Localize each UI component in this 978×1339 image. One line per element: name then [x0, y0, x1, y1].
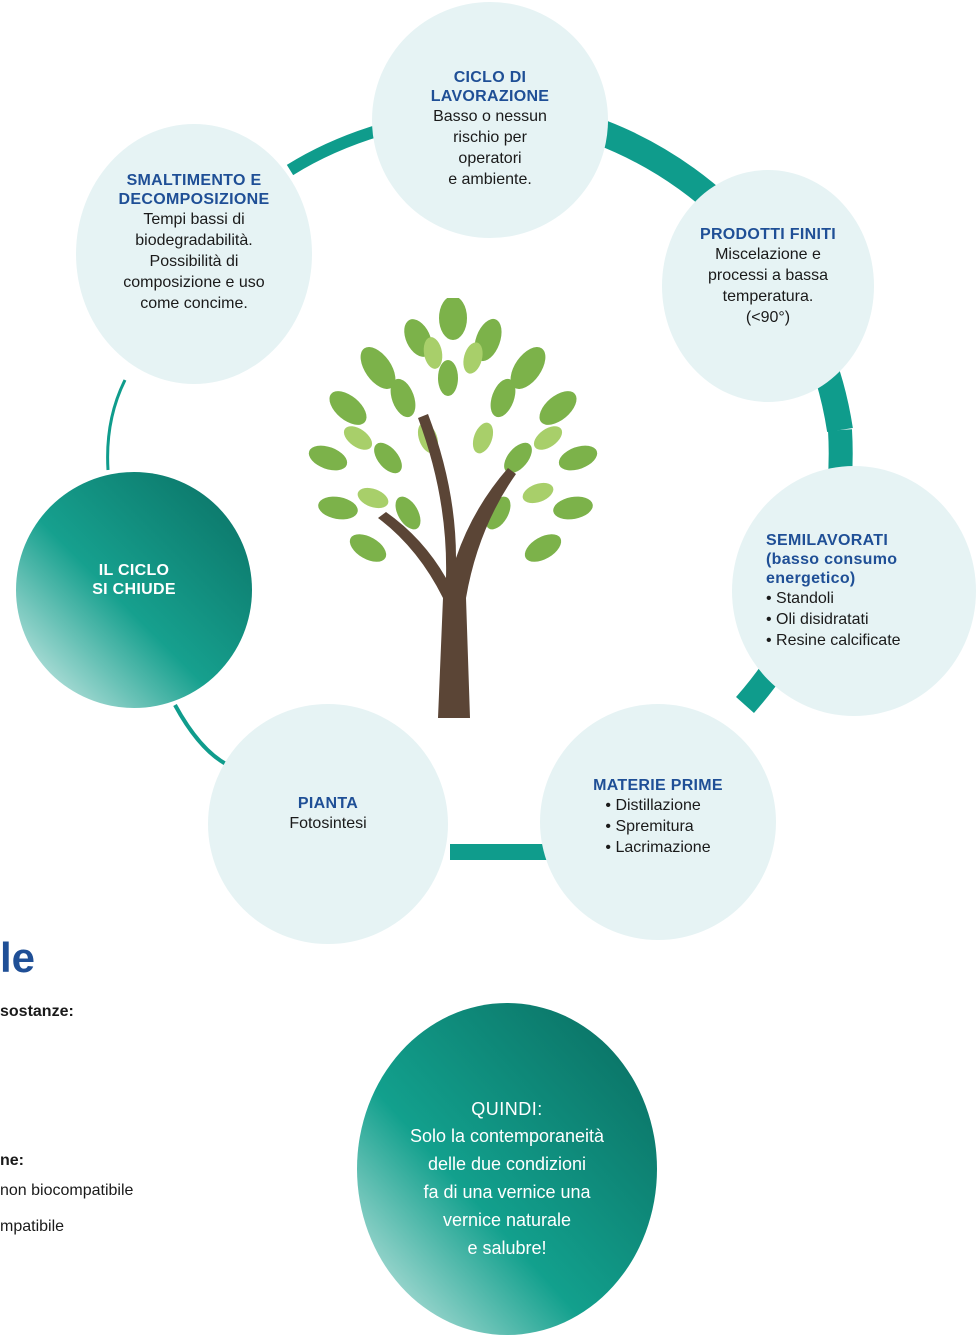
ring-arc-left — [106, 379, 127, 471]
node-title: SEMILAVORATI — [766, 532, 889, 549]
node-title: energetico) — [766, 570, 856, 587]
node-text: (<90°) — [745, 308, 791, 326]
text-fragment: mpatibile — [0, 1218, 65, 1235]
list-item: Lacrimazione — [605, 837, 710, 858]
text-fragment: sostanze: — [0, 1003, 74, 1020]
list-item: Standoli — [766, 588, 901, 609]
node-text: Possibilità di — [149, 252, 239, 270]
node-title: CICLO DI — [453, 69, 527, 86]
text-fragment: ne: — [0, 1152, 24, 1169]
node-title: PIANTA — [297, 795, 359, 812]
node-text: come concime. — [140, 294, 248, 312]
quindi-text: delle due condizioni — [427, 1154, 587, 1174]
quindi-text: fa di una vernice una — [423, 1182, 591, 1202]
node-title: PRODOTTI FINITI — [699, 225, 837, 243]
quindi-title: QUINDI: — [471, 1099, 543, 1119]
ring-arc-top-left — [286, 124, 382, 176]
list-item: Distillazione — [605, 795, 710, 816]
node-ciclo-chiude: IL CICLO SI CHIUDE — [14, 470, 254, 710]
node-text: processi a bassa — [707, 266, 829, 284]
semilavorati-list: Standoli Oli disidratati Resine calcific… — [766, 588, 901, 651]
quindi-text: Solo la contemporaneità — [409, 1126, 605, 1146]
node-text: biodegradabilità. — [135, 231, 253, 249]
node-text: Miscelazione e — [715, 245, 821, 263]
node-text: composizione e uso — [123, 273, 265, 291]
node-smaltimento: SMALTIMENTO E DECOMPOSIZIONE Tempi bassi… — [76, 124, 312, 384]
materie-prime-list: Distillazione Spremitura Lacrimazione — [605, 795, 710, 858]
node-title: DECOMPOSIZIONE — [118, 190, 270, 208]
quindi-text: e salubre! — [467, 1238, 547, 1258]
node-text: Fotosintesi — [289, 815, 367, 832]
node-semilavorati: SEMILAVORATI (basso consumo energetico) … — [732, 466, 976, 716]
node-materie-prime: MATERIE PRIME Distillazione Spremitura L… — [540, 704, 776, 940]
node-title: MATERIE PRIME — [593, 777, 723, 794]
node-pianta: PIANTA Fotosintesi — [208, 704, 448, 944]
node-title: IL CICLO — [98, 562, 170, 579]
section-heading-fragment: le — [0, 934, 36, 981]
node-title: (basso consumo — [766, 551, 898, 568]
list-item: Spremitura — [605, 816, 710, 837]
list-item: Resine calcificate — [766, 630, 901, 651]
quindi-text: vernice naturale — [442, 1210, 572, 1230]
list-item: Oli disidratati — [766, 609, 901, 630]
node-text: temperatura. — [722, 287, 814, 305]
tree-illustration — [308, 298, 598, 718]
node-title: LAVORAZIONE — [430, 88, 550, 105]
text-fragment: non biocompatibile — [0, 1182, 134, 1199]
node-ciclo-lavorazione: CICLO DI LAVORAZIONE Basso o nessun risc… — [372, 2, 608, 238]
node-title: SMALTIMENTO E — [126, 171, 262, 189]
node-text: e ambiente. — [448, 171, 532, 188]
node-text: Basso o nessun — [433, 108, 547, 125]
node-text: rischio per — [453, 129, 527, 146]
node-ciclo-chiude-bg — [16, 472, 252, 708]
quindi-circle-bg — [357, 1003, 657, 1335]
node-text: operatori — [458, 150, 522, 167]
node-prodotti-finiti: PRODOTTI FINITI Miscelazione e processi … — [662, 170, 874, 402]
node-title: SI CHIUDE — [92, 581, 176, 598]
quindi-circle: QUINDI: Solo la contemporaneità delle du… — [356, 1002, 658, 1336]
node-text: Tempi bassi di — [143, 210, 245, 228]
